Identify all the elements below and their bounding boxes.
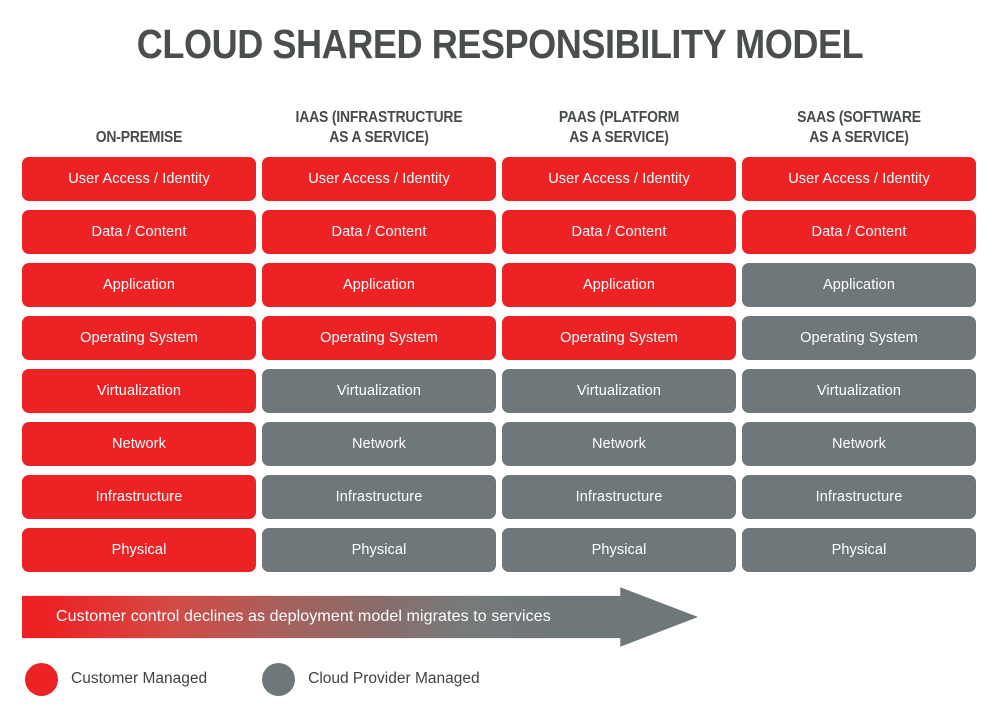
- matrix-cell-on-premise-6[interactable]: Infrastructure: [22, 475, 256, 519]
- column-header-line1: PAAS (PLATFORM: [558, 109, 680, 126]
- legend-item-customer-managed: Customer Managed: [25, 660, 207, 698]
- matrix-cell-paas-2[interactable]: Application: [502, 263, 736, 307]
- matrix-cell-saas-6[interactable]: Infrastructure: [742, 475, 976, 519]
- matrix-cell-iaas-5[interactable]: Network: [262, 422, 496, 466]
- matrix-cell-saas-5[interactable]: Network: [742, 422, 976, 466]
- column-header-paas: PAAS (PLATFORM AS A SERVICE): [514, 100, 725, 148]
- matrix-cell-saas-2[interactable]: Application: [742, 263, 976, 307]
- matrix-cell-on-premise-0[interactable]: User Access / Identity: [22, 157, 256, 201]
- migration-arrow-label: Customer control declines as deployment …: [56, 608, 551, 625]
- matrix-cell-on-premise-2[interactable]: Application: [22, 263, 256, 307]
- matrix-cell-paas-4[interactable]: Virtualization: [502, 369, 736, 413]
- matrix-cell-on-premise-3[interactable]: Operating System: [22, 316, 256, 360]
- matrix-cell-paas-7[interactable]: Physical: [502, 528, 736, 572]
- column-header-line1: SAAS (SOFTWARE: [797, 109, 921, 126]
- legend-item-cloud-provider-managed: Cloud Provider Managed: [262, 660, 480, 698]
- legend-dot-provider-icon: [262, 662, 296, 696]
- column-header-on-premise: ON-PREMISE: [34, 100, 245, 148]
- legend-label-customer: Customer Managed: [71, 670, 208, 687]
- matrix-cell-on-premise-1[interactable]: Data / Content: [22, 210, 256, 254]
- matrix-cell-paas-1[interactable]: Data / Content: [502, 210, 736, 254]
- matrix-cell-saas-3[interactable]: Operating System: [742, 316, 976, 360]
- matrix-cell-paas-5[interactable]: Network: [502, 422, 736, 466]
- matrix-cell-on-premise-4[interactable]: Virtualization: [22, 369, 256, 413]
- column-header-saas: SAAS (SOFTWARE AS A SERVICE): [754, 100, 965, 148]
- legend: Customer Managed Cloud Provider Managed: [25, 660, 480, 698]
- column-header-line2: AS A SERVICE): [329, 129, 429, 146]
- column-header-line1: ON-PREMISE: [95, 129, 183, 146]
- column-header-line1: IAAS (INFRASTRUCTURE: [295, 109, 463, 126]
- matrix-cell-iaas-2[interactable]: Application: [262, 263, 496, 307]
- matrix-cell-paas-3[interactable]: Operating System: [502, 316, 736, 360]
- column-header-iaas: IAAS (INFRASTRUCTURE AS A SERVICE): [274, 100, 485, 148]
- matrix-cell-on-premise-5[interactable]: Network: [22, 422, 256, 466]
- matrix-cell-saas-7[interactable]: Physical: [742, 528, 976, 572]
- migration-arrow-banner: Customer control declines as deployment …: [22, 586, 698, 648]
- matrix-cell-iaas-3[interactable]: Operating System: [262, 316, 496, 360]
- column-headers: ON-PREMISE IAAS (INFRASTRUCTURE AS A SER…: [22, 100, 978, 148]
- matrix-cell-saas-1[interactable]: Data / Content: [742, 210, 976, 254]
- right-arrow-icon: [22, 587, 698, 647]
- column-header-line2: AS A SERVICE): [809, 129, 909, 146]
- matrix-cell-saas-4[interactable]: Virtualization: [742, 369, 976, 413]
- legend-label-provider: Cloud Provider Managed: [308, 670, 480, 687]
- matrix-cell-saas-0[interactable]: User Access / Identity: [742, 157, 976, 201]
- matrix-cell-paas-0[interactable]: User Access / Identity: [502, 157, 736, 201]
- matrix-cell-iaas-0[interactable]: User Access / Identity: [262, 157, 496, 201]
- column-header-line2: AS A SERVICE): [569, 129, 669, 146]
- matrix-cell-iaas-4[interactable]: Virtualization: [262, 369, 496, 413]
- legend-dot-customer-icon: [25, 662, 58, 696]
- matrix-cell-on-premise-7[interactable]: Physical: [22, 528, 256, 572]
- matrix-cell-iaas-6[interactable]: Infrastructure: [262, 475, 496, 519]
- matrix-cell-iaas-7[interactable]: Physical: [262, 528, 496, 572]
- matrix-cell-iaas-1[interactable]: Data / Content: [262, 210, 496, 254]
- page-title: CLOUD SHARED RESPONSIBILITY MODEL: [136, 21, 864, 67]
- matrix-cell-paas-6[interactable]: Infrastructure: [502, 475, 736, 519]
